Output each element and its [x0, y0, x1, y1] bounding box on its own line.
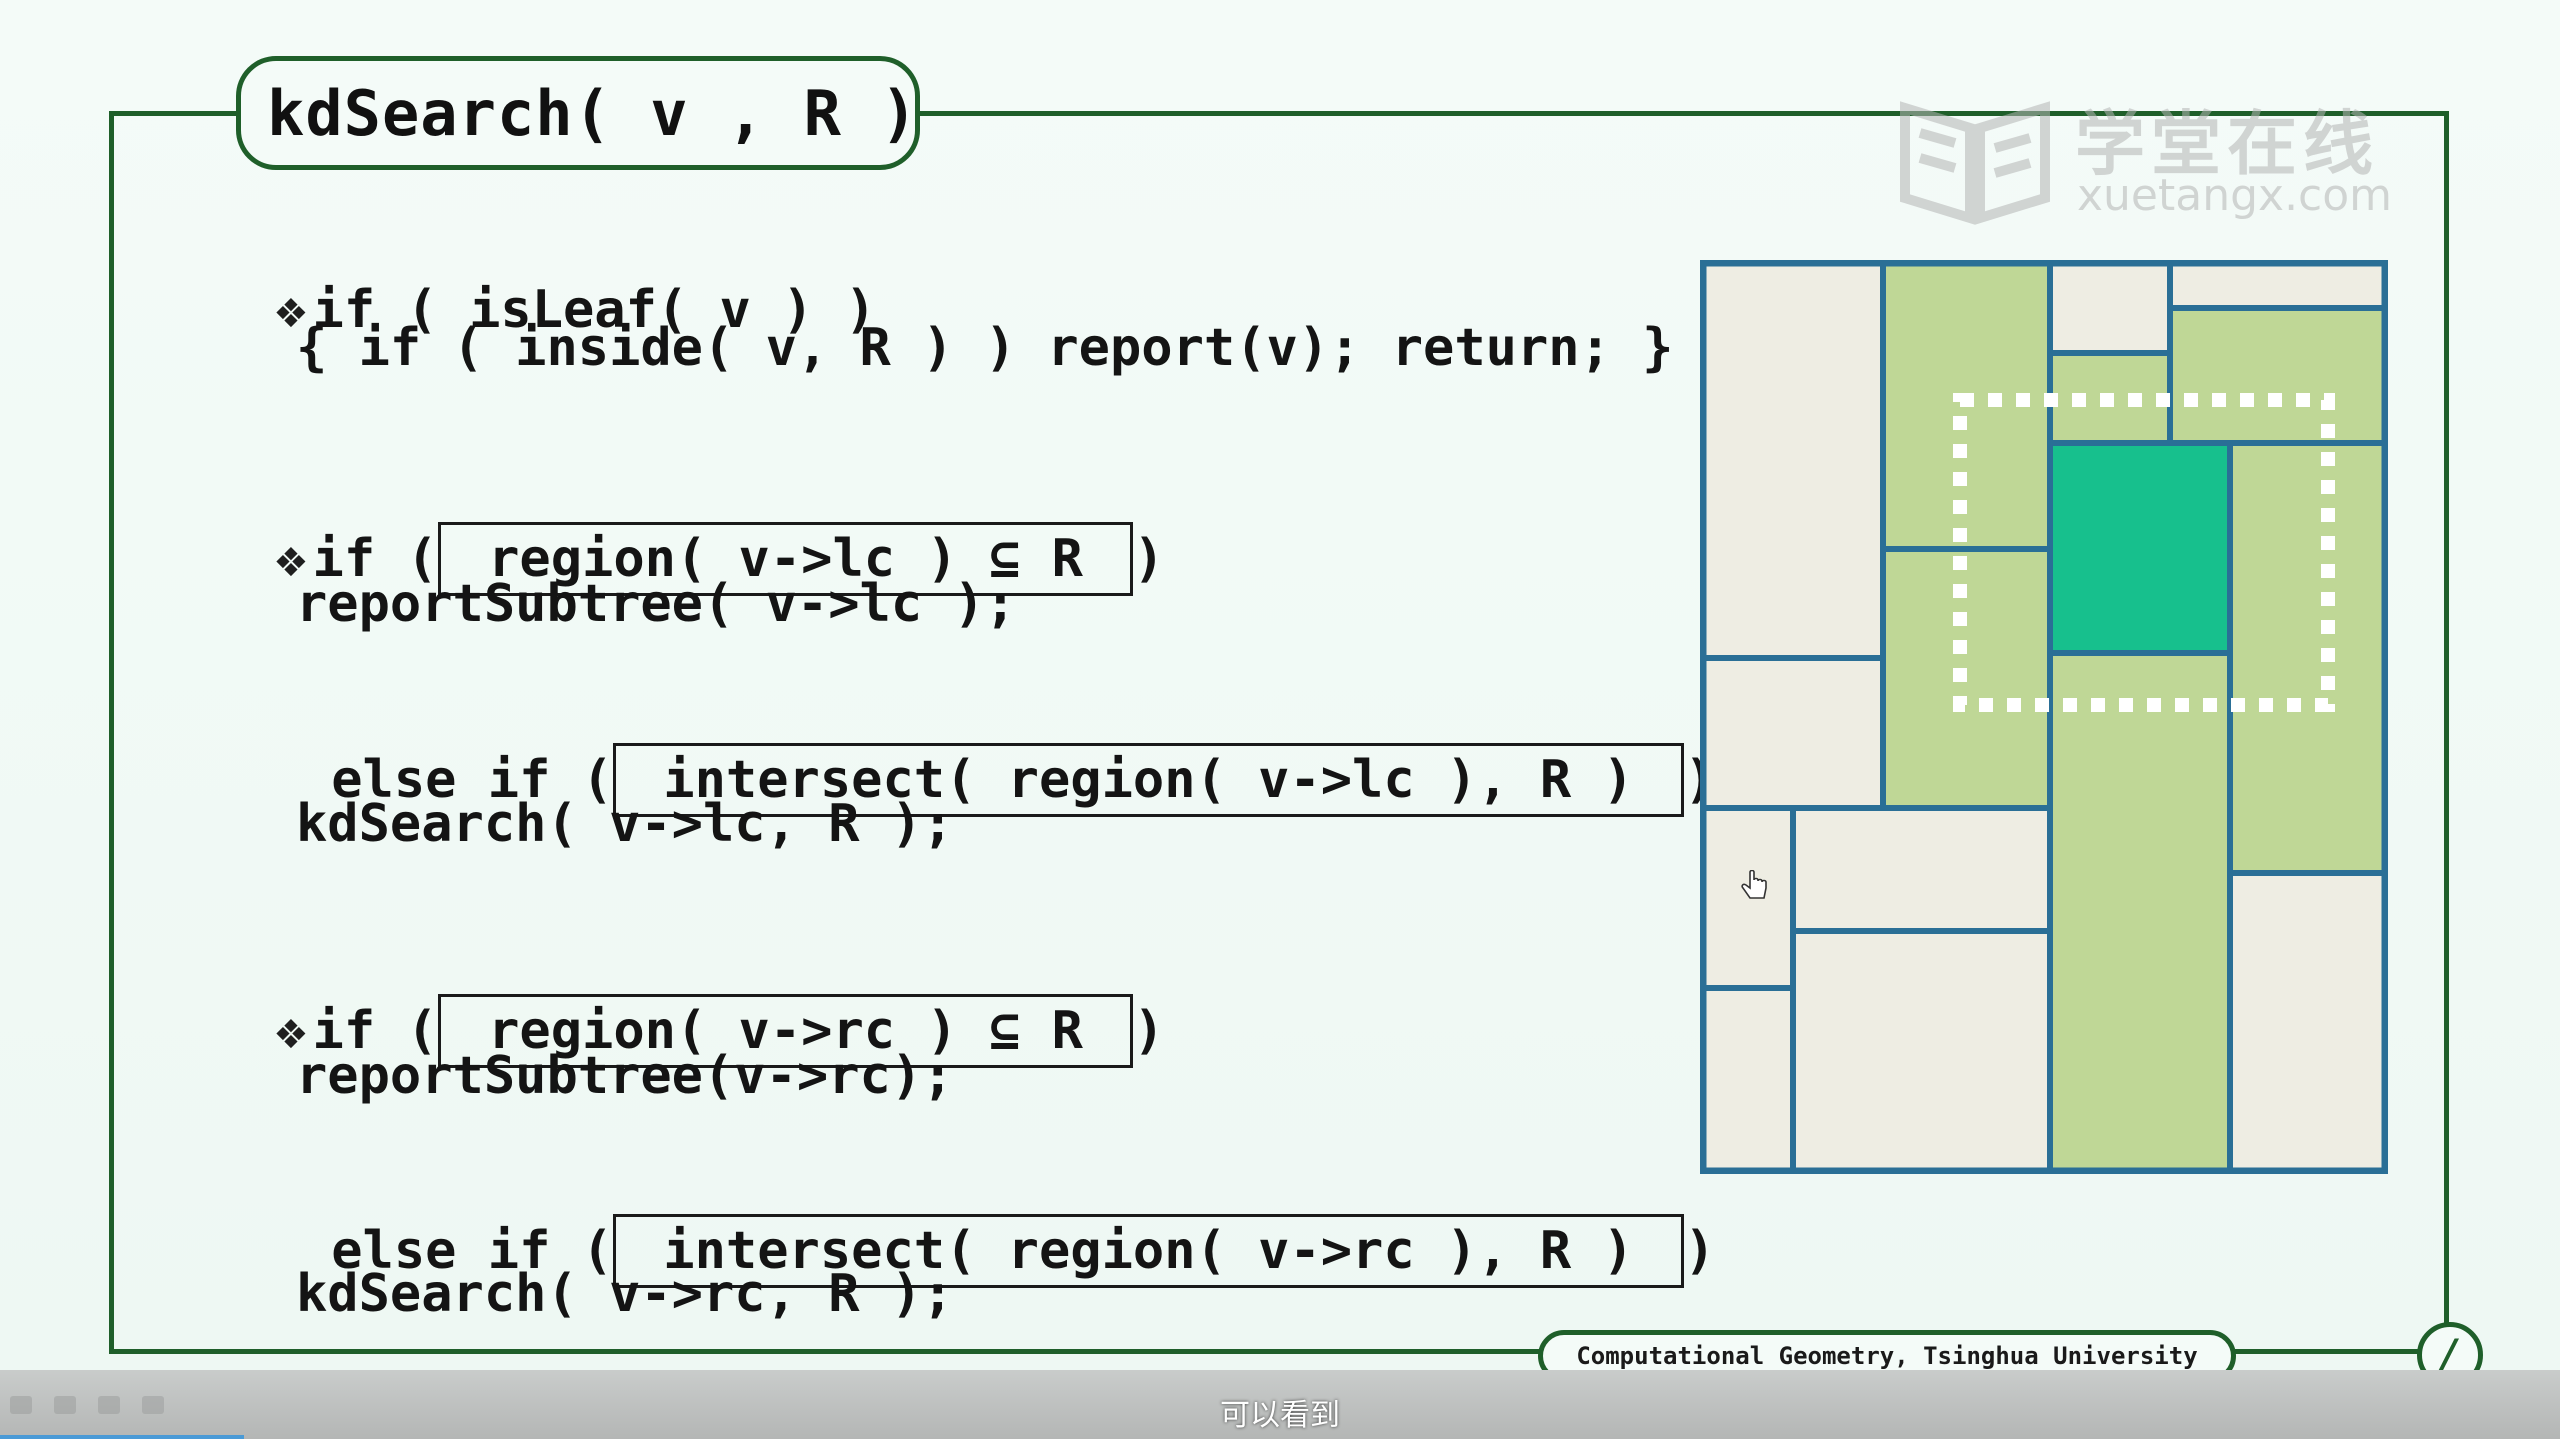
code-line-8: reportSubtree(v->rc); [296, 1046, 954, 1106]
slide-title: kdSearch( v , R ) [267, 76, 919, 150]
code-line-3: ❖if ( region( v->lc ) ⊆ R ) [150, 462, 1165, 656]
bullet-diamond-icon: ❖ [275, 529, 307, 589]
code-line-6: kdSearch( v->lc, R ); [296, 794, 954, 854]
code-line-4: reportSubtree( v->lc ); [296, 574, 1017, 634]
bullet-diamond-icon: ❖ [275, 280, 307, 340]
next-icon[interactable] [54, 1396, 76, 1414]
condition-box: region( v->rc ) ⊆ R [437, 994, 1134, 1068]
region-cell-partial [2167, 305, 2388, 446]
region-cell [1700, 260, 1886, 661]
outer-region-border [1700, 260, 2388, 1174]
bullet-diamond-icon: ❖ [275, 1001, 307, 1061]
condition-box: region( v->lc ) ⊆ R [437, 522, 1134, 596]
region-cell [1790, 928, 2053, 1174]
code-line-1: ❖if ( isLeaf( v ) ) [275, 280, 877, 340]
watermark-english: xuetangx.com [2077, 170, 2393, 221]
slide-frame [109, 111, 2449, 1354]
region-cell-full [2047, 440, 2233, 656]
region-cell-partial [2227, 440, 2388, 876]
region-cell [2167, 260, 2388, 311]
kd-region-diagram [1700, 260, 2388, 1174]
region-cell-partial [2047, 650, 2233, 1174]
video-control-bar [0, 1370, 2560, 1439]
region-cell [1790, 805, 2053, 934]
region-cell [1700, 985, 1796, 1174]
region-cell [1700, 655, 1886, 811]
settings-icon[interactable] [142, 1396, 164, 1414]
slide-title-box: kdSearch( v , R ) [236, 56, 920, 170]
player-controls [10, 1396, 164, 1414]
code-line-10: kdSearch( v->rc, R ); [296, 1264, 954, 1324]
slide: kdSearch( v , R ) 学堂在线 xuetangx.com ❖if … [0, 0, 2560, 1388]
xuetangx-logo-icon [1900, 101, 2050, 225]
video-progress-bar[interactable] [0, 1435, 244, 1439]
footer-text: Computational Geometry, Tsinghua Univers… [1576, 1342, 2198, 1370]
region-cell [2047, 260, 2173, 356]
hand-cursor-icon [1741, 870, 1767, 899]
code-line-9: else if ( intersect( region( v->rc ), R … [206, 1154, 1715, 1348]
condition-box: intersect( region( v->lc ), R ) [613, 743, 1685, 817]
xuetangx-watermark: 学堂在线 xuetangx.com [1895, 88, 2415, 228]
code-line-2: { if ( inside( v, R ) ) report(v); retur… [296, 318, 1674, 378]
watermark-chinese: 学堂在线 [2075, 103, 2379, 185]
region-cell [2227, 870, 2388, 1174]
video-subtitle: 可以看到 [1220, 1398, 1340, 1433]
volume-icon[interactable] [98, 1396, 120, 1414]
play-icon[interactable] [10, 1396, 32, 1414]
code-line-7: ❖if ( region( v->rc ) ⊆ R ) [150, 934, 1165, 1128]
condition-box: intersect( region( v->rc ), R ) [613, 1214, 1685, 1288]
